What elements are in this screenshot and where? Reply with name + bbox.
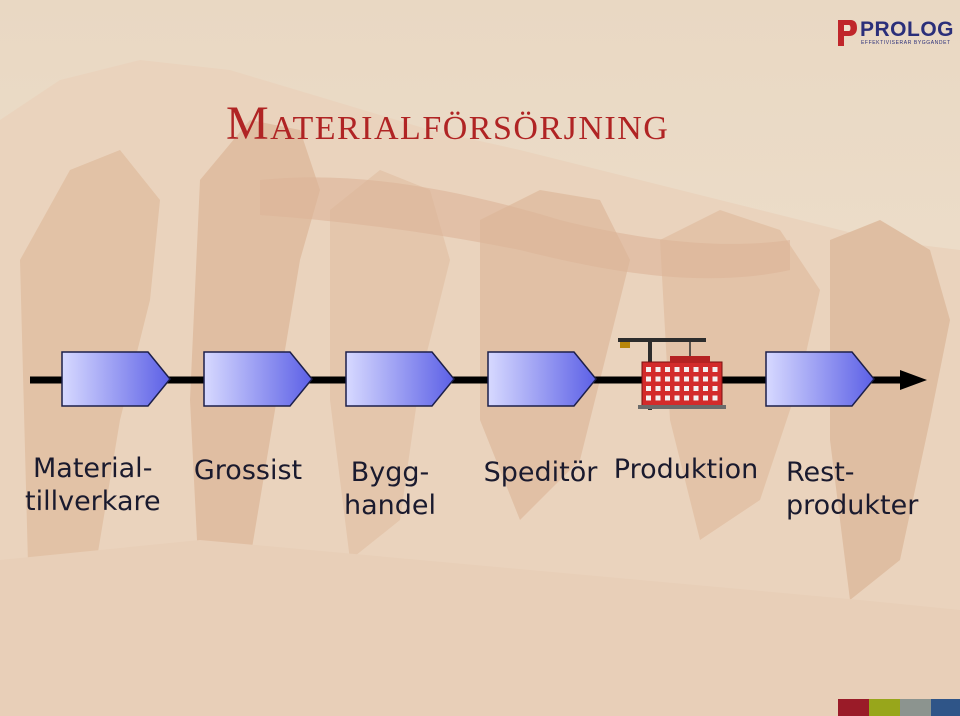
label-produktion: Produktion — [606, 453, 766, 486]
process-chevron — [345, 351, 455, 407]
prolog-logo: PROLOG EFFEKTIVISERAR BYGGANDET — [836, 18, 954, 50]
process-chevron — [765, 351, 875, 407]
process-chevron — [203, 351, 313, 407]
label-bygghandel: Bygg- handel — [330, 456, 450, 522]
label-line: Grossist — [193, 455, 303, 486]
label-line: Speditör — [483, 457, 598, 488]
logo-wordmark: PROLOG — [860, 18, 955, 41]
label-line: tillverkare — [25, 486, 161, 517]
label-line: handel — [343, 490, 437, 521]
process-chevron — [487, 351, 597, 407]
footer-square — [900, 699, 931, 716]
prolog-logo-mark-icon — [838, 20, 857, 46]
label-line: Rest- — [786, 457, 855, 488]
label-grossist: Grossist — [188, 454, 308, 487]
chain-arrow-head — [900, 370, 927, 390]
label-line: Produktion — [613, 454, 759, 485]
label-materialtillverkare: Material- tillverkare — [25, 452, 170, 518]
label-line: Bygg- — [350, 457, 430, 488]
footer-square — [869, 699, 900, 716]
label-speditor: Speditör — [478, 456, 603, 489]
label-line: produkter — [786, 490, 919, 521]
slide-title: Materialförsörjning — [226, 97, 670, 150]
label-restprodukter: Rest- produkter — [786, 456, 936, 522]
construction-site-icon — [618, 338, 726, 410]
chain-line — [30, 370, 927, 390]
process-chevron — [61, 351, 171, 407]
footer-square — [931, 699, 960, 716]
logo-tagline: EFFEKTIVISERAR BYGGANDET — [861, 40, 951, 46]
footer-square — [838, 699, 869, 716]
label-line: Material- — [33, 453, 153, 484]
